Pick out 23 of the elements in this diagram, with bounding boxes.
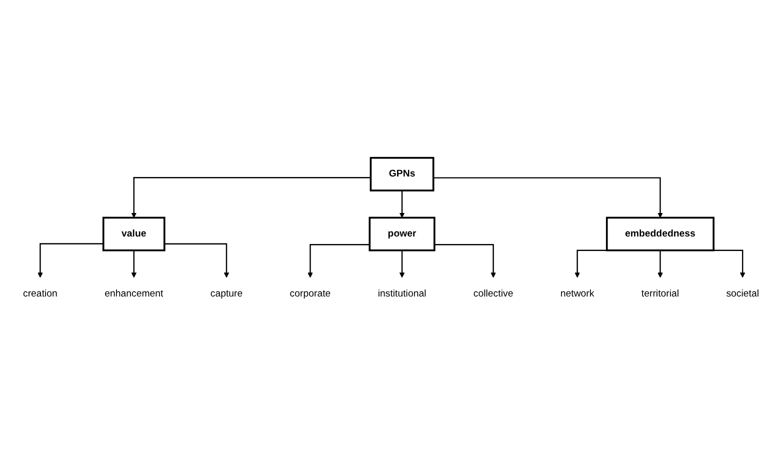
arrow [658, 250, 663, 278]
arrow [164, 243, 230, 278]
node-text: capture [210, 288, 243, 299]
node-text: creation [23, 288, 58, 299]
node-text: collective [473, 288, 514, 299]
node-text: institutional [378, 288, 426, 299]
arrow [433, 177, 663, 218]
node-box: power [368, 216, 436, 252]
arrow [38, 243, 104, 278]
arrow [399, 250, 405, 278]
node-box: GPNs [370, 156, 434, 192]
arrow [308, 244, 370, 278]
node-text: territorial [641, 288, 680, 299]
node-text: network [560, 288, 594, 299]
arrow [131, 177, 371, 218]
node-box: embeddedness [606, 216, 714, 252]
arrow [131, 250, 137, 278]
node-text: societal [726, 288, 759, 299]
arrow [399, 190, 405, 218]
arrow [434, 244, 496, 278]
node-text: corporate [290, 288, 331, 299]
node-text: enhancement [104, 288, 164, 299]
node-box: value [102, 216, 166, 252]
